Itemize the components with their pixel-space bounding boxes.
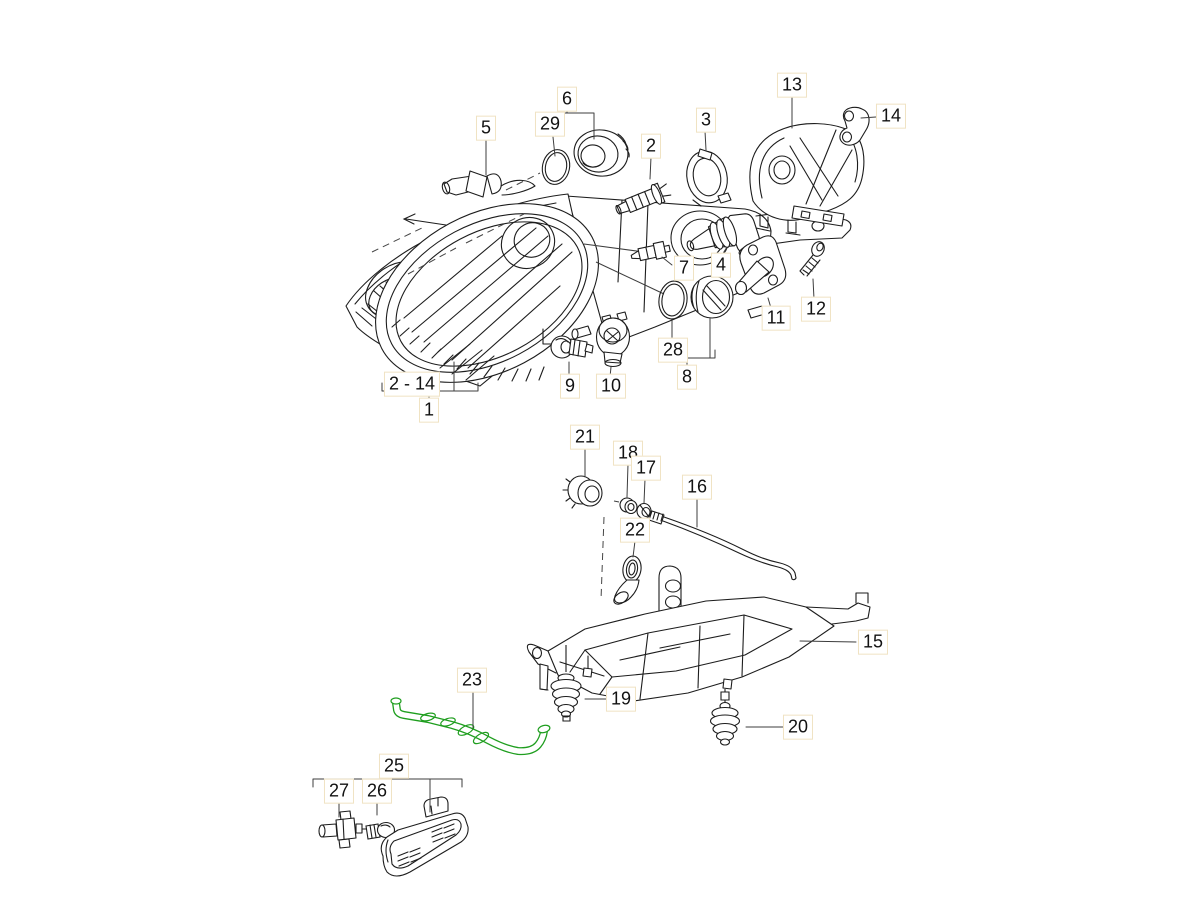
part-label-12[interactable]: 12 [800, 296, 832, 322]
part-label-3[interactable]: 3 [695, 107, 717, 133]
part-label-17[interactable]: 17 [630, 455, 662, 481]
part-label-28[interactable]: 28 [657, 337, 689, 363]
vent-hose-part-23 [390, 697, 551, 756]
side-marker-lamp [380, 796, 469, 877]
cap-part-8 [690, 275, 734, 319]
housing-cover-part-13 [749, 123, 865, 236]
retaining-ring-part-3 [686, 148, 732, 207]
bulb-part-2 [615, 182, 672, 215]
direction-arrow-icon [402, 213, 447, 226]
part-label-25[interactable]: 25 [378, 753, 410, 779]
part-label-2[interactable]: 2 [640, 133, 662, 159]
bulb-holder-part-5 [441, 170, 536, 198]
part-label-2-14[interactable]: 2 - 14 [383, 371, 441, 397]
part-label-22[interactable]: 22 [619, 517, 651, 543]
nut-part-18 [613, 497, 638, 515]
part-label-14[interactable]: 14 [875, 103, 907, 129]
o-ring-part-28 [658, 280, 688, 320]
part-label-29[interactable]: 29 [534, 111, 566, 137]
part-label-21[interactable]: 21 [569, 424, 601, 450]
part-label-26[interactable]: 26 [361, 778, 393, 804]
part-label-5[interactable]: 5 [475, 115, 497, 141]
part-label-6[interactable]: 6 [556, 86, 578, 112]
threaded-cap-part-6 [573, 129, 630, 177]
lever-part-22 [613, 555, 642, 605]
adjuster-part-11 [734, 235, 787, 296]
grommet-part-21 [562, 475, 603, 509]
rubber-damper-part-20 [709, 689, 741, 746]
part-label-4[interactable]: 4 [710, 252, 732, 278]
part-label-20[interactable]: 20 [782, 714, 814, 740]
part-label-27[interactable]: 27 [323, 778, 355, 804]
screw-part-12 [799, 241, 825, 277]
washer-part-17 [636, 502, 652, 520]
part-label-9[interactable]: 9 [559, 373, 581, 399]
part-label-1[interactable]: 1 [418, 397, 440, 423]
part-label-19[interactable]: 19 [605, 686, 637, 712]
bulb-holder-part-27 [318, 810, 363, 849]
socket-part-10 [595, 311, 631, 368]
assembly-axis-dashes [371, 172, 605, 601]
socket-part-7 [630, 240, 671, 262]
housing-reference-lines [583, 243, 665, 295]
rubber-damper-part-19 [550, 645, 582, 722]
part-label-15[interactable]: 15 [857, 629, 889, 655]
bulb-part-26 [361, 821, 396, 840]
vent-elbow-part-14 [839, 106, 870, 146]
part-label-23[interactable]: 23 [456, 667, 488, 693]
part-label-7[interactable]: 7 [673, 255, 695, 281]
part-label-16[interactable]: 16 [681, 474, 713, 500]
part-label-13[interactable]: 13 [776, 72, 808, 98]
o-ring-part-29 [541, 149, 571, 185]
part-label-11[interactable]: 11 [761, 305, 791, 331]
bulb-part-9 [542, 328, 594, 359]
part-label-8[interactable]: 8 [676, 364, 698, 390]
adjusting-rod-part-16 [648, 510, 797, 581]
part-label-10[interactable]: 10 [595, 373, 627, 399]
